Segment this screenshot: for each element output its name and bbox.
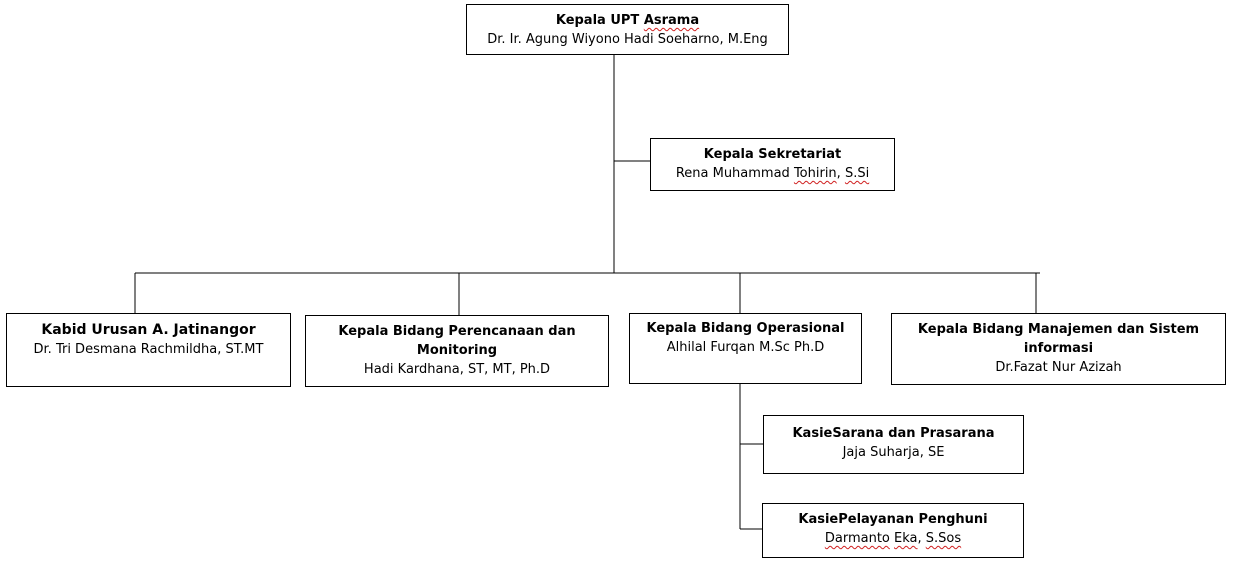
planning-title-line-2: Monitoring [416, 343, 498, 358]
management-name: Dr.Fazat Nur Azizah [995, 360, 1122, 375]
node-management: Kepala Bidang Manajemen dan Sistem infor… [891, 313, 1226, 385]
jatinangor-title: Kabid Urusan A. Jatinangor [41, 322, 256, 338]
planning-name: Hadi Kardhana, ST, MT, Ph.D [363, 362, 551, 377]
node-planning: Kepala Bidang Perencanaan dan Monitoring… [305, 315, 609, 387]
node-jatinangor: Kabid Urusan A. Jatinangor Dr. Tri Desma… [6, 313, 291, 387]
head-name: Dr. Ir. Agung Wiyono Hadi Soeharno, M.En… [487, 32, 768, 47]
operations-name: Alhilal Furqan M.Sc Ph.D [666, 340, 825, 355]
node-secretariat: Kepala Sekretariat Rena Muhammad Tohirin… [650, 138, 895, 191]
management-title-line-1: Kepala Bidang Manajemen dan Sistem [917, 322, 1200, 337]
planning-title-line-1: Kepala Bidang Perencanaan dan [338, 324, 576, 339]
facilities-title: KasieSarana dan Prasarana [792, 426, 995, 441]
operations-title: Kepala Bidang Operasional [646, 321, 845, 336]
management-title-line-2: informasi [1023, 341, 1094, 356]
jatinangor-name: Dr. Tri Desmana Rachmildha, ST.MT [33, 342, 264, 357]
residents-title: KasiePelayanan Penghuni [798, 512, 988, 527]
head-title: Kepala UPT Asrama [555, 13, 700, 28]
node-residents: KasiePelayanan Penghuni Darmanto Eka, S.… [762, 503, 1024, 558]
secretariat-name: Rena Muhammad Tohirin, S.Si [675, 166, 870, 181]
facilities-name: Jaja Suharja, SE [842, 445, 945, 460]
node-facilities: KasieSarana dan Prasarana Jaja Suharja, … [763, 415, 1024, 474]
node-head-upt: Kepala UPT Asrama Dr. Ir. Agung Wiyono H… [466, 4, 789, 55]
secretariat-title: Kepala Sekretariat [703, 147, 842, 162]
residents-name: Darmanto Eka, S.Sos [824, 531, 962, 546]
node-operations: Kepala Bidang Operasional Alhilal Furqan… [629, 313, 862, 384]
